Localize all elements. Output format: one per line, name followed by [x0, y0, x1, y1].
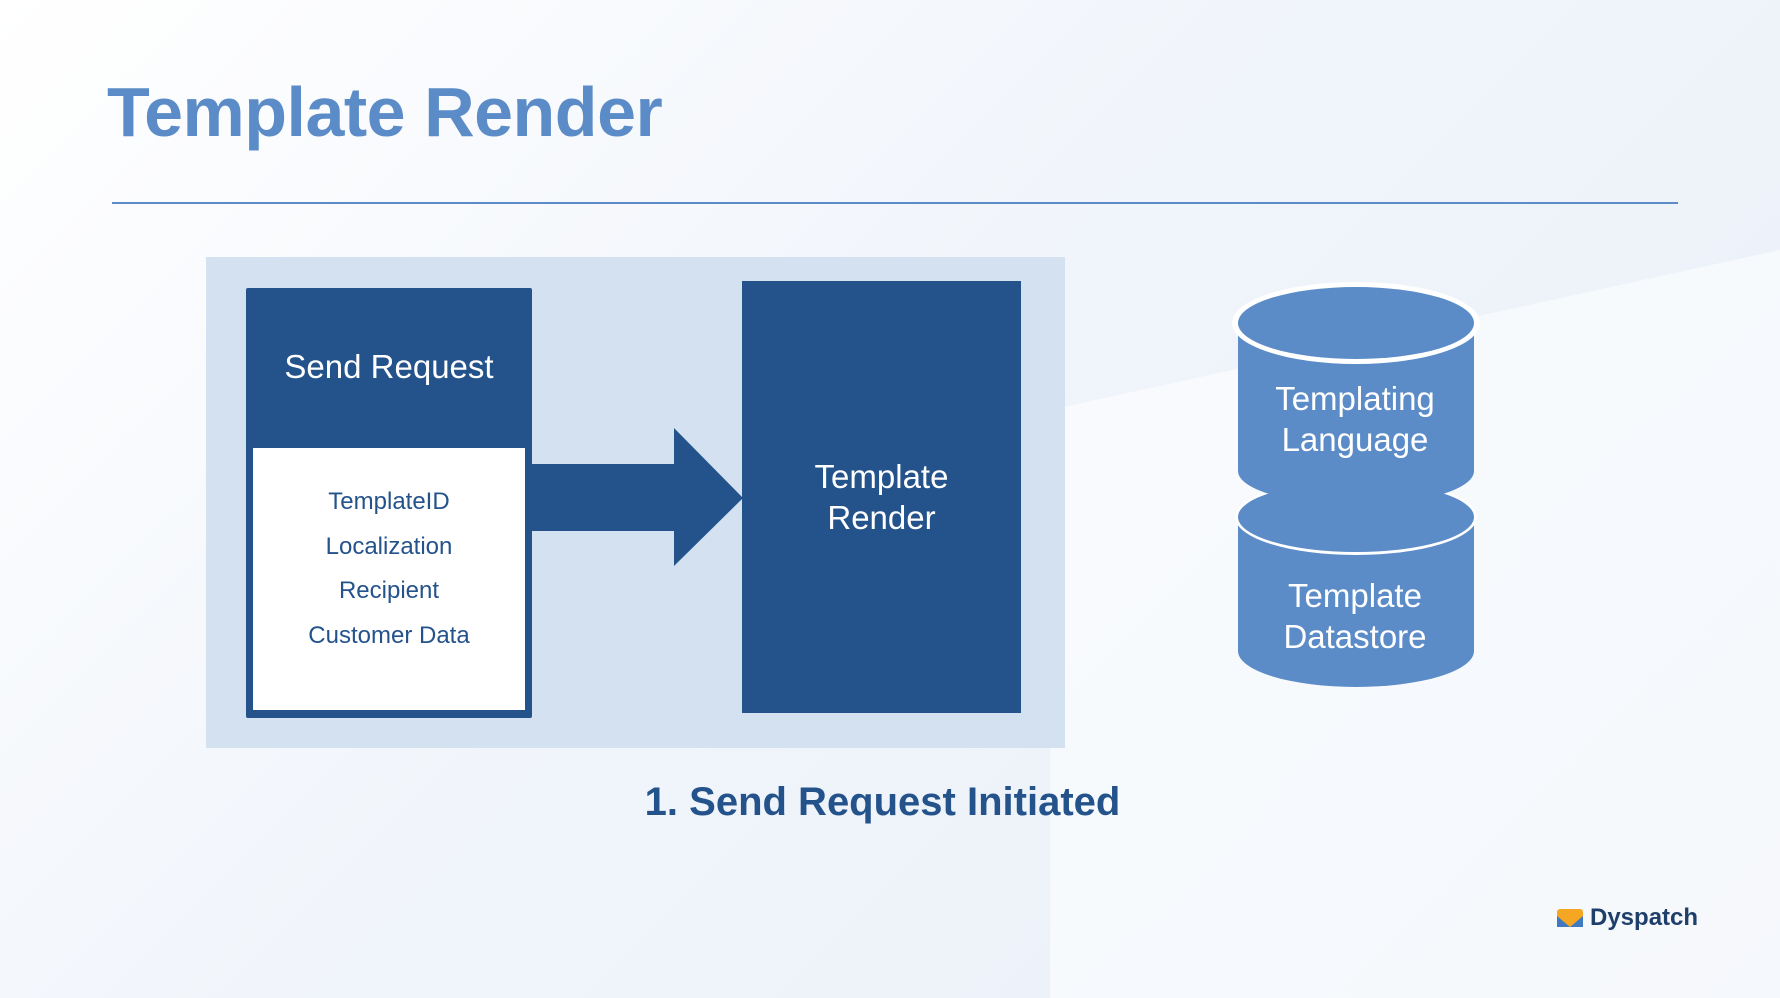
database-stack-icon	[1232, 282, 1480, 687]
templating-language-cylinder	[1232, 282, 1480, 505]
brand-logo: Dyspatch	[1556, 904, 1698, 932]
slide-title: Template Render	[107, 73, 663, 151]
db1-line2: Language	[1281, 421, 1429, 458]
template-render-label: Template Render	[742, 456, 1021, 538]
field-localization: Localization	[325, 533, 453, 560]
template-render-box	[742, 281, 1021, 713]
send-request-header: Send Request	[284, 348, 494, 385]
field-recipient: Recipient	[338, 577, 440, 604]
render-label-line1: Template	[814, 458, 949, 495]
db2-line2: Datastore	[1283, 618, 1427, 655]
brand-name: Dyspatch	[1590, 904, 1699, 931]
render-label-line2: Render	[827, 499, 936, 536]
flow-arrow	[525, 428, 743, 566]
arrow-shape	[525, 428, 743, 566]
template-datastore-label: Template Datastore	[1237, 575, 1473, 657]
title-divider	[112, 202, 1678, 204]
db1-line1: Templating	[1275, 380, 1435, 417]
db2-line1: Template	[1288, 577, 1422, 614]
step-caption: 1. Send Request Initiated	[644, 780, 1121, 824]
field-template-id: TemplateID	[328, 488, 450, 515]
send-request-body	[253, 448, 525, 710]
field-customer-data: Customer Data	[308, 622, 470, 649]
envelope-logo-icon	[1557, 909, 1583, 927]
templating-language-label: Templating Language	[1237, 378, 1473, 460]
